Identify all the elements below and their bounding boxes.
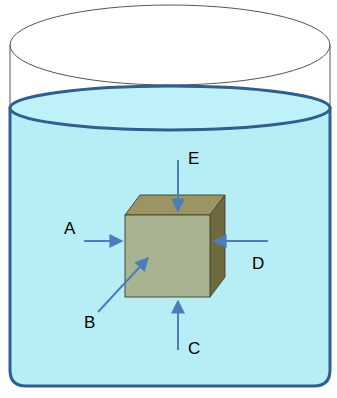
force-label: E	[188, 150, 199, 167]
beaker-wall	[10, 45, 11, 110]
cube-front	[125, 215, 210, 297]
force-arrow	[177, 301, 179, 350]
cube-side	[210, 195, 225, 297]
force-label: B	[84, 314, 95, 331]
force-label: C	[188, 340, 200, 357]
force-arrow	[214, 240, 268, 242]
force-label: D	[252, 255, 264, 272]
cube-top	[125, 195, 225, 215]
water-surface	[10, 86, 330, 130]
force-arrow	[177, 160, 179, 211]
beaker-rim	[10, 5, 330, 85]
force-arrow	[98, 258, 148, 312]
force-arrow	[84, 240, 122, 242]
water	[10, 108, 330, 386]
beaker-wall	[330, 45, 331, 110]
force-label: A	[64, 220, 75, 237]
